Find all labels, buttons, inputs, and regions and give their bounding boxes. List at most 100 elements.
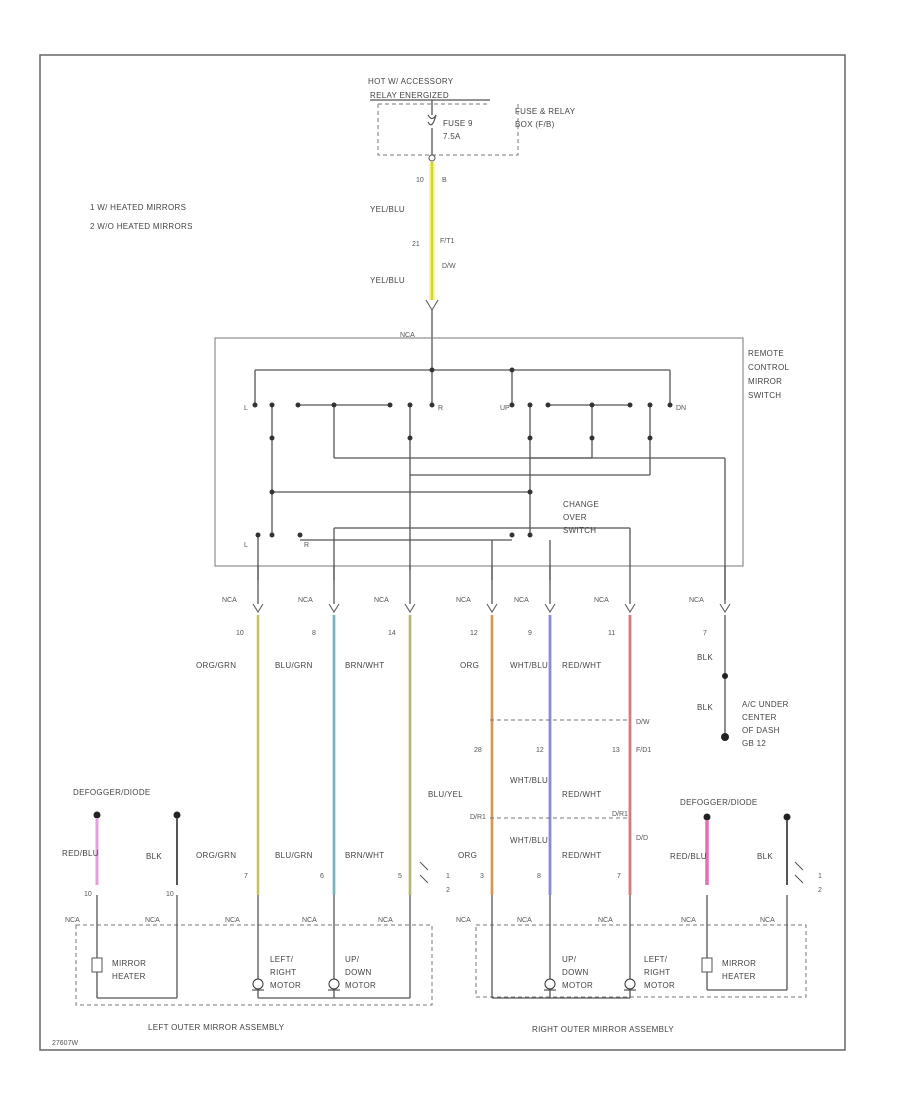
left-note-1: 1 xyxy=(446,873,450,880)
right-note-1: 1 xyxy=(818,873,822,880)
right-heater-label-1: MIRROR xyxy=(722,959,756,968)
right-harness-color-c: RED/WHT xyxy=(562,790,601,799)
svg-text:NCA: NCA xyxy=(378,917,393,924)
left-wire-3-label: BRN/WHT xyxy=(345,851,384,860)
changeover-label-1: CHANGE xyxy=(563,500,599,509)
right-defogger-terminal-1 xyxy=(703,813,711,821)
fuse-label-2: 7.5A xyxy=(443,132,461,141)
wire-connector-icon xyxy=(544,603,556,613)
feed-connector-icon xyxy=(425,299,439,311)
harness-wires: NCA10ORG/GRNNCA8BLU/GRNNCA14BRN/WHTNCA12… xyxy=(196,597,731,895)
right-lr-motor-1: LEFT/ xyxy=(644,955,668,964)
feed-connector-pin: 21 xyxy=(412,241,420,248)
wire-pin-label: 11 xyxy=(608,630,615,637)
switch-label-2: CONTROL xyxy=(748,363,789,372)
changeover-label-2: OVER xyxy=(563,513,587,522)
right-mirror-assembly-box xyxy=(475,924,807,998)
right-note-arrows xyxy=(794,861,804,884)
right-pin-3: 7 xyxy=(617,873,621,880)
right-harness-color-b: WHT/BLU xyxy=(510,776,548,785)
wire-connector-label: NCA xyxy=(689,597,704,604)
left-pin-2: 6 xyxy=(320,873,324,880)
right-heater-label-2: HEATER xyxy=(722,972,756,981)
ground-wire-1: BLK xyxy=(697,653,713,662)
wire-connector-label: NCA xyxy=(374,597,389,604)
left-wire-2-label: BLU/GRN xyxy=(275,851,313,860)
wire-pin-label: 9 xyxy=(528,630,532,637)
right-mirror-connectors: NCA NCA NCA NCA NCA xyxy=(456,917,775,924)
fuse-box-label-1: FUSE & RELAY xyxy=(515,107,576,116)
left-red-label: RED/BLU xyxy=(62,849,99,858)
left-mirror-title: LEFT OUTER MIRROR ASSEMBLY xyxy=(148,1023,285,1032)
wire-connector-label: NCA xyxy=(594,597,609,604)
fuse-box-outline xyxy=(377,104,519,156)
harness-wire-color-label: ORG xyxy=(460,661,479,670)
right-harness-conn-top: D/W xyxy=(636,719,650,726)
fuse-pin-right: B xyxy=(442,177,447,184)
right-harness-low-a: ORG xyxy=(458,851,477,860)
right-ud-motor-icon xyxy=(544,978,556,998)
switch-contacts xyxy=(252,367,673,538)
right-harness-pin-b: 12 xyxy=(536,747,544,754)
changeover-label-3: SWITCH xyxy=(563,526,596,535)
wire-connector-label: NCA xyxy=(222,597,237,604)
right-lr-motor-3: MOTOR xyxy=(644,981,675,990)
switch-pos-dn: DN xyxy=(676,405,686,412)
right-harness-pin-c: 13 xyxy=(612,747,620,754)
right-defogger-terminal-2 xyxy=(783,813,791,821)
right-defogger-label: DEFOGGER/DIODE xyxy=(680,798,758,807)
fuse-pin-left: 10 xyxy=(416,177,424,184)
ground-label-2: CENTER xyxy=(742,713,777,722)
left-defogger-terminal-1 xyxy=(93,811,101,819)
wire-connector-label: NCA xyxy=(298,597,313,604)
wire-connector-label: NCA xyxy=(456,597,471,604)
right-pin-2: 8 xyxy=(537,873,541,880)
ground-point-icon xyxy=(721,733,729,741)
feed-connector-id: F/T1 xyxy=(440,238,454,245)
right-ud-motor-3: MOTOR xyxy=(562,981,593,990)
left-lr-motor-2: RIGHT xyxy=(270,968,296,977)
right-harness-low-b: WHT/BLU xyxy=(510,836,548,845)
wire-pin-label: 8 xyxy=(312,630,316,637)
footer-code: 27607W xyxy=(52,1040,78,1047)
right-heater-element-icon xyxy=(701,957,713,973)
right-harness-conn-bottom-2: D/R1 xyxy=(612,811,628,818)
svg-text:NCA: NCA xyxy=(145,917,160,924)
left-ud-motor-3: MOTOR xyxy=(345,981,376,990)
svg-text:NCA: NCA xyxy=(517,917,532,924)
wire-connector-icon xyxy=(328,603,340,613)
left-ud-motor-2: DOWN xyxy=(345,968,372,977)
feed-connector-sub: D/W xyxy=(442,263,456,270)
switch-label-1: REMOTE xyxy=(748,349,784,358)
switch-pos-rt: R xyxy=(304,542,309,549)
right-ud-motor-1: UP/ xyxy=(562,955,577,964)
wire-connector-icon xyxy=(486,603,498,613)
switch-conn-top: NCA xyxy=(400,332,415,339)
note-1: 1 W/ HEATED MIRRORS xyxy=(90,203,186,212)
right-lr-motor-2: RIGHT xyxy=(644,968,670,977)
left-defogger-terminal-2 xyxy=(173,811,181,819)
wire-pin-label: 10 xyxy=(236,630,244,637)
left-lr-motor-3: MOTOR xyxy=(270,981,301,990)
power-label-2: RELAY ENERGIZED xyxy=(370,91,449,100)
switch-pos-lft: L xyxy=(244,542,248,549)
left-note-arrows xyxy=(419,861,429,884)
right-harness-conn-top-id: F/D1 xyxy=(636,747,651,754)
right-red-label: RED/BLU xyxy=(670,852,707,861)
left-ud-motor-1: UP/ xyxy=(345,955,360,964)
power-label-1: HOT W/ ACCESSORY xyxy=(368,77,454,86)
feed-color-top: YEL/BLU xyxy=(370,205,405,214)
wire-pin-label: 14 xyxy=(388,630,396,637)
svg-text:NCA: NCA xyxy=(456,917,471,924)
left-heater-element-icon xyxy=(91,957,103,973)
wire-connector-icon xyxy=(719,603,731,613)
right-pin-1: 3 xyxy=(480,873,484,880)
right-harness-low-c: RED/WHT xyxy=(562,851,601,860)
remote-control-switch-box xyxy=(214,337,744,567)
wire-connector-icon xyxy=(252,603,264,613)
left-wire-1-label: ORG/GRN xyxy=(196,851,236,860)
feed-color-bottom: YEL/BLU xyxy=(370,276,405,285)
right-lr-motor-icon xyxy=(624,978,636,998)
ground-label-3: OF DASH xyxy=(742,726,780,735)
